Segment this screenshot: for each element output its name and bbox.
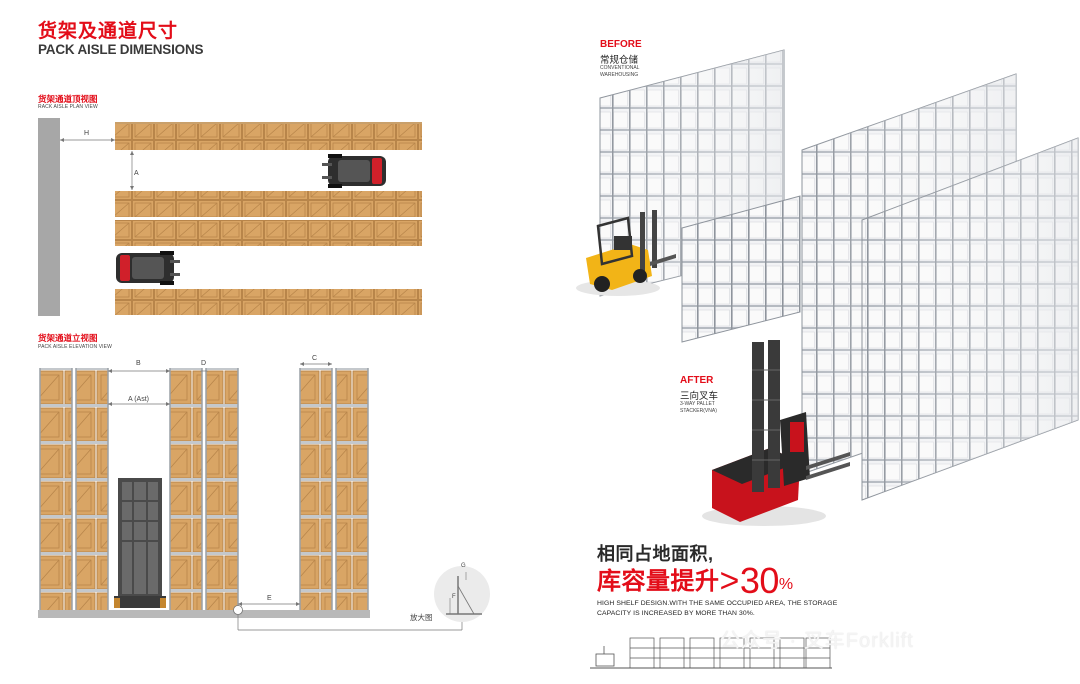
- high-rack-illustration: [801, 73, 1079, 501]
- plan-view-title-cn: 货架通道顶视图: [38, 94, 98, 104]
- zoom-label: 放大图: [410, 613, 433, 622]
- page-title-cn: 货架及通道尺寸: [38, 21, 179, 42]
- plan-rack-row-4: [115, 289, 422, 315]
- page-title-en: PACK AISLE DIMENSIONS: [38, 42, 204, 57]
- c-dimension-label: C: [312, 355, 318, 362]
- slogan-gt-symbol: >: [719, 562, 740, 600]
- slogan-line-2-prefix: 库容量提升: [597, 568, 720, 595]
- forklift-plan-icon-1: [322, 154, 386, 188]
- e-dimension-label: E: [267, 595, 272, 602]
- elevation-view-title-cn: 货架通道立视图: [38, 333, 98, 343]
- b-dimension-label: B: [136, 360, 141, 367]
- g-dimension-label: G: [461, 563, 466, 569]
- slogan-number: 30: [739, 560, 780, 601]
- elev-rack-col-5: [300, 368, 332, 612]
- before-heading: BEFORE: [600, 39, 642, 50]
- d-dimension-label: D: [201, 360, 207, 367]
- elev-rack-col-3: [170, 368, 202, 612]
- yellow-forklift-icon: [576, 210, 676, 296]
- zoom-detail-icon: [434, 566, 490, 622]
- slogan-percent: %: [778, 576, 794, 593]
- plan-rack-row-2: [115, 191, 422, 217]
- watermark: 公众号 · 叉车Forklift: [720, 630, 914, 652]
- slogan-line-2: 库容量提升>30%: [597, 560, 794, 602]
- f-dimension-label: F: [452, 594, 456, 600]
- before-name-en: CONVENTIONAL WAREHOUSING: [600, 65, 640, 78]
- plan-rack-row-3: [115, 220, 422, 246]
- slogan-line-1: 相同占地面积,: [597, 544, 714, 564]
- a-dimension-label: A: [134, 170, 139, 177]
- after-name-cn: 三向叉车: [680, 391, 719, 402]
- elevation-view-title-en: PACK AISLE ELEVATION VIEW: [38, 344, 112, 350]
- bottom-rack-icon: [590, 637, 832, 669]
- vna-truck-elevation-icon: [114, 478, 166, 608]
- conventional-rack-illustration: [599, 49, 801, 343]
- after-name-en: 3-WAY PALLET STACKER(VNA): [680, 401, 717, 414]
- slogan-description: HIGH SHELF DESIGN.WITH THE SAME OCCUPIED…: [597, 600, 838, 617]
- elev-floor: [38, 610, 370, 618]
- plan-rack-row-1: [115, 124, 422, 150]
- plan-wall: [38, 118, 60, 316]
- after-heading: AFTER: [680, 375, 714, 386]
- elev-rack-col-1: [40, 368, 72, 612]
- elev-rack-col-6: [336, 368, 368, 612]
- elev-rack-col-4: [206, 368, 238, 612]
- plan-view-title-en: RACK AISLE PLAN VIEW: [38, 104, 98, 110]
- vna-forklift-icon: [702, 340, 850, 526]
- h-dimension-label: H: [84, 130, 90, 137]
- forklift-plan-icon-2: [116, 251, 180, 285]
- before-name-cn: 常规仓储: [600, 55, 639, 66]
- a-ast-dimension-label: A (Ast): [128, 396, 150, 403]
- elev-rack-col-2: [76, 368, 108, 612]
